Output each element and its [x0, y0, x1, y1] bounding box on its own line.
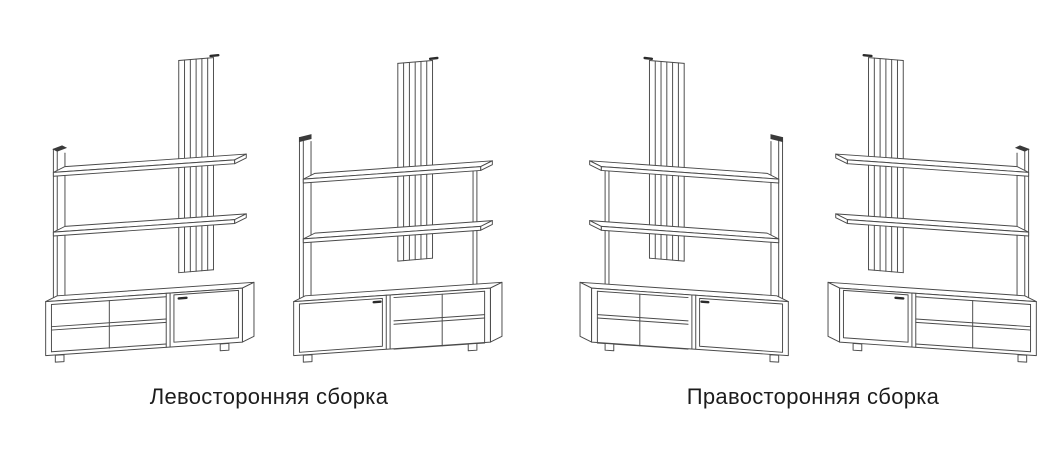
left-assembly-caption: Левосторонняя сборка	[149, 384, 389, 409]
left-assembly-view-2	[292, 56, 504, 364]
left-assembly-group: Левосторонняя сборка	[34, 20, 504, 461]
right-assembly-group: Правосторонняя сборка	[578, 20, 1048, 461]
right-assembly-view-2	[826, 53, 1038, 364]
left-assembly-drawings	[34, 20, 504, 372]
right-assembly-caption: Правосторонняя сборка	[686, 384, 940, 409]
right-assembly-drawings	[578, 20, 1048, 372]
left-assembly-view-1	[44, 53, 256, 364]
right-assembly-view-1	[578, 56, 790, 364]
